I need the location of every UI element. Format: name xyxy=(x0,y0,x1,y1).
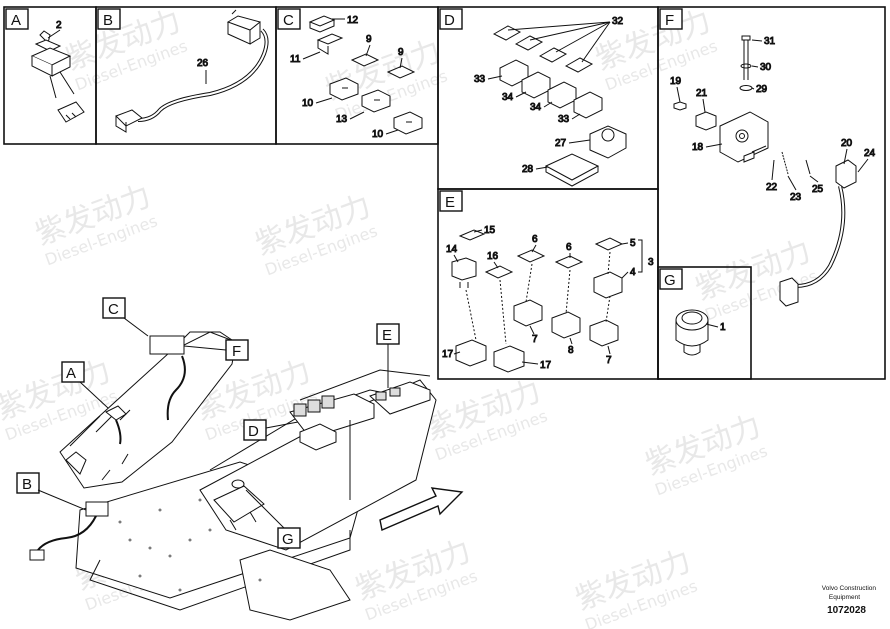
main-machine-drawing xyxy=(29,331,464,621)
panel-d-letter: D xyxy=(444,12,455,29)
part-label-f-30: 30 xyxy=(760,62,772,73)
callout-d: D xyxy=(248,423,259,440)
part-label-d-27: 27 xyxy=(555,138,567,149)
callout-a: A xyxy=(66,365,76,382)
part-label-b: 26 xyxy=(197,58,209,69)
part-label-g-1: 1 xyxy=(720,322,726,333)
part-label-f-18: 18 xyxy=(692,142,704,153)
part-label-f-29: 29 xyxy=(756,84,768,95)
part-label-f-22: 22 xyxy=(766,182,778,193)
part-label-f-20: 20 xyxy=(841,138,853,149)
part-label-e-6a: 6 xyxy=(532,234,538,245)
part-label-e-15: 15 xyxy=(484,225,496,236)
footer-brand: Volvo Construction xyxy=(822,585,876,592)
part-label-a: 2 xyxy=(56,20,62,31)
part-label-f-21: 21 xyxy=(696,88,708,99)
part-label-f-24: 24 xyxy=(864,148,876,159)
part-label-e-6b: 6 xyxy=(566,242,572,253)
part-label-c-10a: 10 xyxy=(302,98,314,109)
part-label-e-7a: 7 xyxy=(532,334,538,345)
footer-doc-number: 1072028 xyxy=(827,605,866,616)
part-label-e-14: 14 xyxy=(446,244,458,255)
part-label-d-28: 28 xyxy=(522,164,534,175)
panel-g-letter: G xyxy=(664,272,676,289)
part-label-e-17a: 17 xyxy=(442,349,454,360)
callout-c: C xyxy=(108,301,119,318)
panel-g-frame xyxy=(657,266,752,380)
part-label-c-9a: 9 xyxy=(366,34,372,45)
part-label-e-3: 3 xyxy=(648,257,654,268)
part-label-c-13: 13 xyxy=(336,114,348,125)
main-callouts: C F A E D B G xyxy=(16,297,400,549)
panel-f-letter: F xyxy=(665,12,674,29)
part-label-d-33a: 33 xyxy=(474,74,486,85)
part-label-e-7b: 7 xyxy=(606,355,612,366)
panel-b-drawing: 26 xyxy=(115,9,269,133)
panel-a-letter: A xyxy=(11,12,21,29)
part-label-c-11: 11 xyxy=(290,54,301,65)
part-label-d-34b: 34 xyxy=(530,102,542,113)
panel-b-letter: B xyxy=(103,12,113,29)
callout-b: B xyxy=(22,476,32,493)
part-label-f-19: 19 xyxy=(670,76,682,87)
callout-f: F xyxy=(232,343,241,360)
callout-e: E xyxy=(382,327,392,344)
callout-g: G xyxy=(282,531,294,548)
part-label-e-8: 8 xyxy=(568,345,574,356)
panel-letters: A B C D F E G xyxy=(5,8,683,290)
part-label-c-9b: 9 xyxy=(398,47,404,58)
panel-c-drawing: 12 11 9 9 10 13 10 xyxy=(290,15,423,141)
part-label-f-25: 25 xyxy=(812,184,824,195)
part-label-e-17b: 17 xyxy=(540,360,552,371)
part-label-e-4: 4 xyxy=(630,267,636,278)
part-label-f-23: 23 xyxy=(790,192,802,203)
panel-g-drawing: 1 xyxy=(675,309,727,356)
part-label-d-34a: 34 xyxy=(502,92,514,103)
panel-d-drawing: 32 33 34 34 33 27 28 xyxy=(474,16,627,187)
footer-brand-line1: Volvo Construction xyxy=(821,585,876,592)
panel-e-drawing: 15 14 6 16 6 5 3 4 7 17 17 8 7 xyxy=(442,225,655,373)
part-label-c-10b: 10 xyxy=(372,129,384,140)
part-label-e-5: 5 xyxy=(630,238,636,249)
part-label-d-33b: 33 xyxy=(558,114,570,125)
part-label-c-12: 12 xyxy=(347,15,359,26)
panel-a-drawing: 2 xyxy=(30,20,85,123)
footer-brand-line2: Equipment xyxy=(828,594,860,601)
panel-e-letter: E xyxy=(445,194,455,211)
panel-f-drawing: 31 30 29 19 21 18 20 24 22 23 25 xyxy=(670,35,876,307)
part-label-e-16: 16 xyxy=(487,251,499,262)
panel-c-letter: C xyxy=(283,12,294,29)
part-label-d-32: 32 xyxy=(612,16,624,27)
part-label-f-31: 31 xyxy=(764,36,776,47)
panel-frames xyxy=(3,6,886,380)
